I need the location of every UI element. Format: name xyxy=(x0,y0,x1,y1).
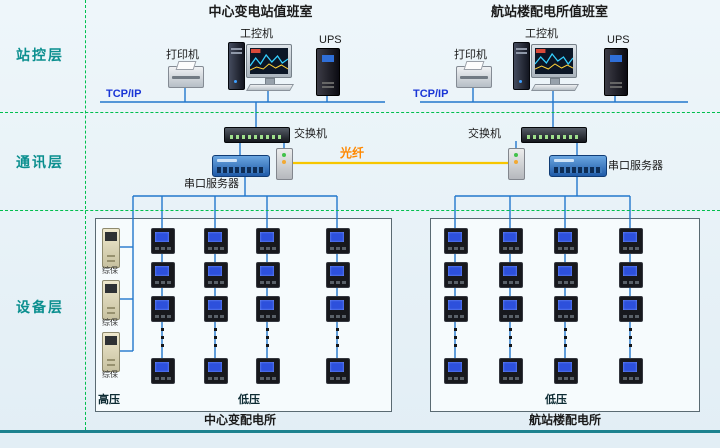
power-meter-icon xyxy=(444,358,468,384)
power-meter-icon xyxy=(204,228,228,254)
power-meter-icon xyxy=(256,358,280,384)
site2-switch-label: 交换机 xyxy=(468,128,501,140)
site2-caption: 航站楼配电所 xyxy=(528,413,601,427)
power-meter-icon xyxy=(204,358,228,384)
power-meter-icon xyxy=(204,262,228,288)
site2-tcpip-label: TCP/IP xyxy=(413,88,449,100)
protection-relay-icon xyxy=(102,332,120,372)
power-meter-icon xyxy=(326,262,350,288)
power-meter-icon xyxy=(256,228,280,254)
site1-switch-label: 交换机 xyxy=(294,128,327,140)
layer-label-device: 设备层 xyxy=(16,299,64,315)
ellipsis-dots xyxy=(266,328,269,331)
power-meter-icon xyxy=(619,228,643,254)
ellipsis-dots xyxy=(509,328,512,331)
workstation-monitor-icon xyxy=(246,44,292,78)
workstation-tower-icon xyxy=(228,42,245,90)
power-meter-icon xyxy=(326,228,350,254)
site2-ups-label: UPS xyxy=(607,34,630,46)
ethernet-switch-icon xyxy=(521,127,587,143)
layer-separator-vertical xyxy=(85,0,86,430)
power-meter-icon xyxy=(619,262,643,288)
protection-relay-label: 综保 xyxy=(102,370,118,379)
site2-workstation-label: 工控机 xyxy=(525,28,558,40)
site1-workstation-label: 工控机 xyxy=(240,28,273,40)
power-meter-icon xyxy=(444,262,468,288)
power-meter-icon xyxy=(499,358,523,384)
power-meter-icon xyxy=(444,296,468,322)
power-meter-icon xyxy=(619,296,643,322)
ellipsis-dots xyxy=(564,328,567,331)
site2-lv-label: 低压 xyxy=(545,394,567,406)
ups-icon xyxy=(604,48,628,96)
power-meter-icon xyxy=(554,296,578,322)
ellipsis-dots xyxy=(161,328,164,331)
power-meter-icon xyxy=(499,228,523,254)
protection-relay-icon xyxy=(102,228,120,268)
printer-icon xyxy=(456,66,492,88)
power-meter-icon xyxy=(554,228,578,254)
site1-caption: 中心变配电所 xyxy=(203,413,276,427)
site1-serial-server-label: 串口服务器 xyxy=(184,178,239,190)
ellipsis-dots xyxy=(214,328,217,331)
diagram-bottom-rule xyxy=(0,430,720,433)
power-meter-icon xyxy=(499,262,523,288)
power-meter-icon xyxy=(444,228,468,254)
serial-server-icon xyxy=(549,155,607,177)
keyboard-icon xyxy=(245,84,295,91)
site2-printer-label: 打印机 xyxy=(454,49,487,61)
layer-separator-middle xyxy=(0,210,720,211)
site1-tcpip-label: TCP/IP xyxy=(106,88,142,100)
fiber-label: 光纤 xyxy=(340,146,365,160)
power-meter-icon xyxy=(151,296,175,322)
serial-server-icon xyxy=(212,155,270,177)
power-meter-icon xyxy=(204,296,228,322)
power-meter-icon xyxy=(151,262,175,288)
ellipsis-dots xyxy=(336,328,339,331)
fiber-converter-icon xyxy=(508,148,525,180)
layer-label-communication: 通讯层 xyxy=(16,154,64,170)
printer-icon xyxy=(168,66,204,88)
site1-ups-label: UPS xyxy=(319,34,342,46)
site2-title: 航站楼配电所值班室 xyxy=(490,4,608,19)
protection-relay-icon xyxy=(102,280,120,320)
ethernet-switch-icon xyxy=(224,127,290,143)
power-meter-icon xyxy=(499,296,523,322)
ellipsis-dots xyxy=(629,328,632,331)
power-meter-icon xyxy=(326,296,350,322)
protection-relay-label: 综保 xyxy=(102,266,118,275)
power-meter-icon xyxy=(619,358,643,384)
site2-serial-server-label: 串口服务器 xyxy=(608,160,663,172)
site1-title: 中心变电站值班室 xyxy=(208,4,313,19)
fiber-converter-icon xyxy=(276,148,293,180)
power-meter-icon xyxy=(554,262,578,288)
power-meter-icon xyxy=(326,358,350,384)
keyboard-icon xyxy=(530,84,580,91)
power-meter-icon xyxy=(256,262,280,288)
ellipsis-dots xyxy=(454,328,457,331)
power-meter-icon xyxy=(151,358,175,384)
workstation-monitor-icon xyxy=(531,44,577,78)
layer-label-station-control: 站控层 xyxy=(16,47,64,63)
layer-separator-top xyxy=(0,112,720,113)
site1-printer-label: 打印机 xyxy=(166,49,199,61)
site1-lv-label: 低压 xyxy=(238,394,260,406)
site1-hv-label: 高压 xyxy=(98,394,120,406)
ups-icon xyxy=(316,48,340,96)
power-meter-icon xyxy=(256,296,280,322)
protection-relay-label: 综保 xyxy=(102,318,118,327)
power-meter-icon xyxy=(151,228,175,254)
power-meter-icon xyxy=(554,358,578,384)
workstation-tower-icon xyxy=(513,42,530,90)
